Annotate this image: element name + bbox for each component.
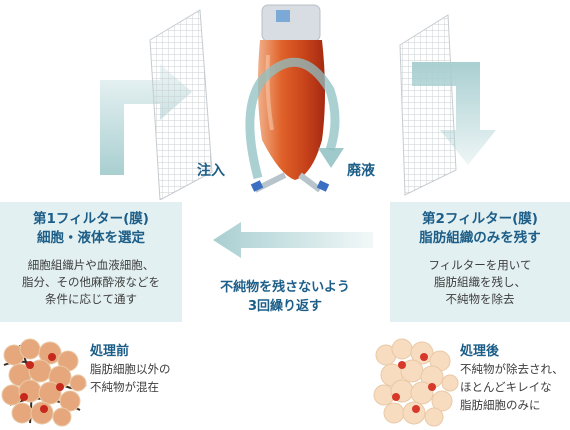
return-arrow-icon bbox=[213, 222, 373, 258]
filter2-title: 第2フィルター(膜) 脂肪組織のみを残す bbox=[419, 211, 541, 246]
filter1-description: 細胞組織片や血液細胞、 脂分、その他麻酔液などを 条件に応じて通す bbox=[22, 258, 160, 306]
filter-bag-icon bbox=[245, 4, 344, 193]
filter-mesh-right-icon bbox=[399, 14, 457, 196]
filter2-description: フィルターを用いて 脂肪組織を残し、 不純物を除去 bbox=[428, 258, 532, 306]
filter2-panel: 第2フィルター(膜) 脂肪組織のみを残す フィルターを用いて 脂肪組織を残し、 … bbox=[390, 202, 570, 322]
top-illustration bbox=[100, 4, 496, 200]
waste-label: 廃液 bbox=[347, 163, 375, 179]
filter-mesh-left-icon bbox=[149, 9, 213, 200]
fat-cell-cluster-after-icon bbox=[373, 338, 459, 427]
right-flow-arrow-icon bbox=[412, 62, 496, 165]
after-description: 不純物が除去され、 ほとんどキレイな 脂肪細胞のみに bbox=[460, 362, 564, 412]
filter1-panel: 第1フィルター(膜) 細胞・液体を選定 細胞組織片や血液細胞、 脂分、その他麻酔… bbox=[0, 202, 182, 322]
filter1-title: 第1フィルター(膜) 細胞・液体を選定 bbox=[33, 211, 149, 246]
inject-label: 注入 bbox=[197, 163, 225, 179]
repeat-instruction: 不純物を残さないよう 3回繰り返す bbox=[220, 280, 350, 314]
before-title: 処理前 bbox=[90, 344, 130, 359]
after-title: 処理後 bbox=[460, 344, 500, 359]
fat-cell-cluster-before-icon bbox=[1, 338, 87, 427]
before-description: 脂肪細胞以外の 不純物が混在 bbox=[90, 362, 171, 394]
